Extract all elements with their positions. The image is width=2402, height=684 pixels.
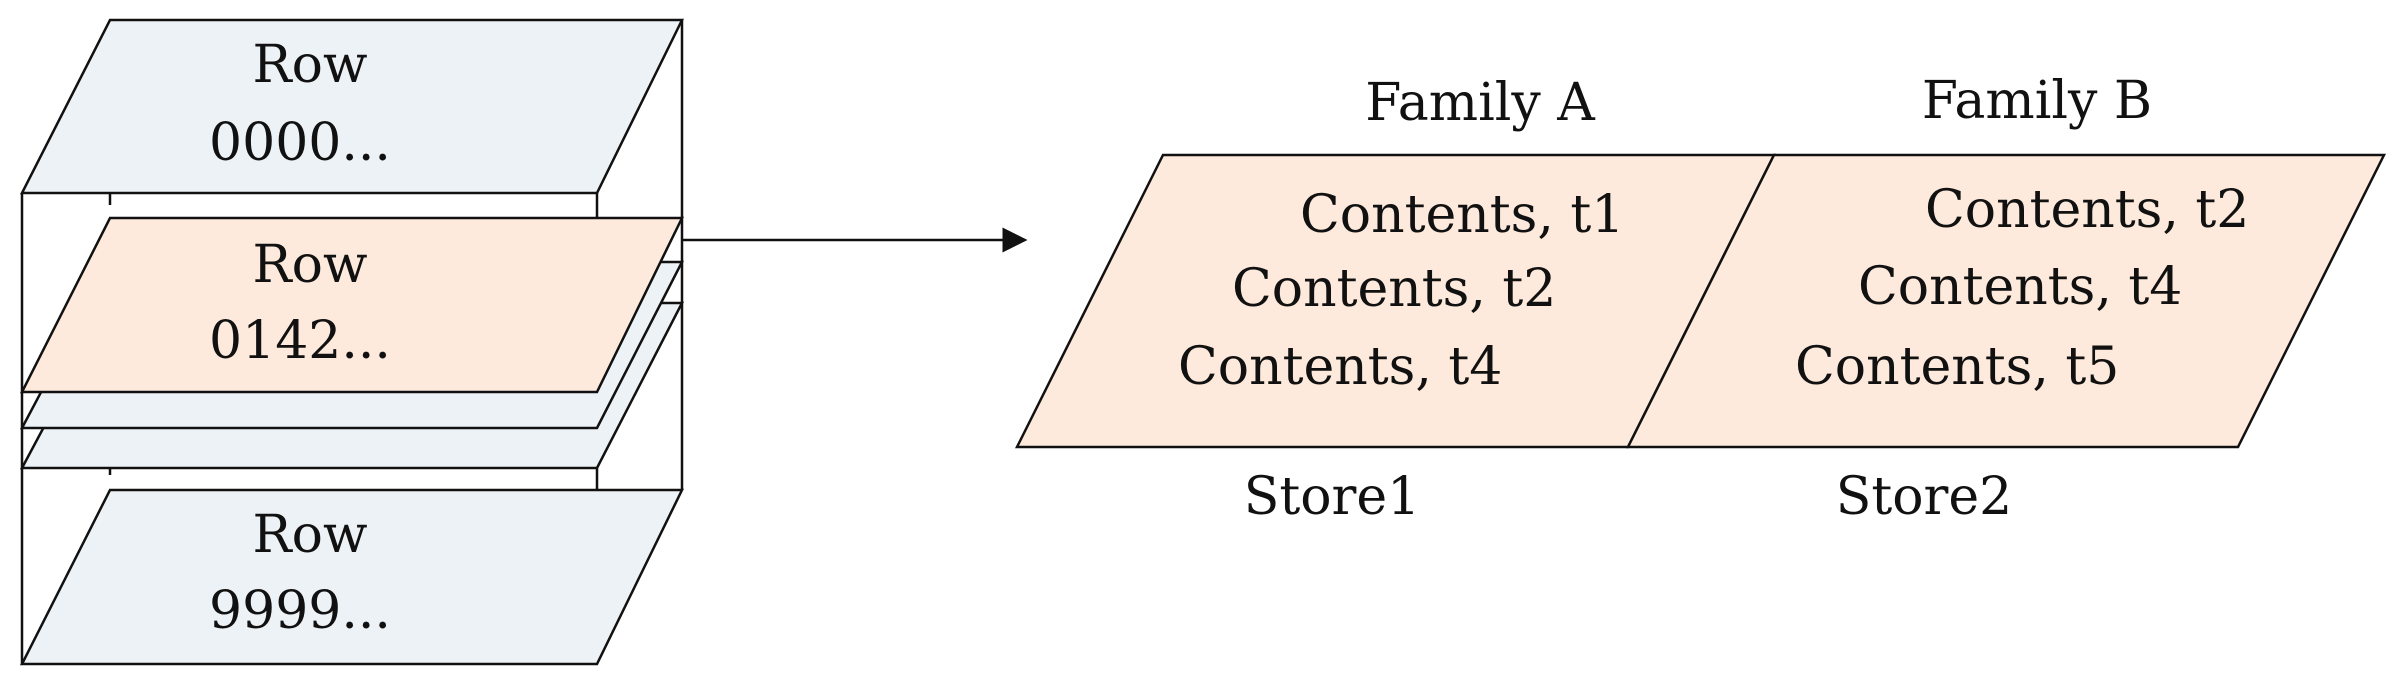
row-label: Row [253,235,368,295]
family-a-cell: Contents, t1 [1300,185,1624,245]
family-b-cell: Contents, t4 [1858,257,2182,317]
row-plane-0142: Row 0142... [19,216,685,394]
family-b-cell: Contents, t2 [1925,180,2249,240]
row-label: Row [253,505,368,565]
family-b-title: Family B [1922,71,2152,131]
row-plane-0000: Row 0000... [19,18,685,195]
family-b-store [1625,153,2387,449]
row-plane-9999: Row 9999... [19,488,685,666]
family-a-cell: Contents, t2 [1232,259,1556,319]
row-key: 0142... [209,311,391,371]
family-a-title: Family A [1365,73,1596,133]
store1-label: Store1 [1244,467,1421,527]
row-key: 0000... [209,113,391,173]
row-label: Row [253,35,368,95]
store2-label: Store2 [1836,467,2013,527]
row-key: 9999... [209,581,391,641]
family-a-cell: Contents, t4 [1178,337,1502,397]
family-b-cell: Contents, t5 [1795,337,2119,397]
